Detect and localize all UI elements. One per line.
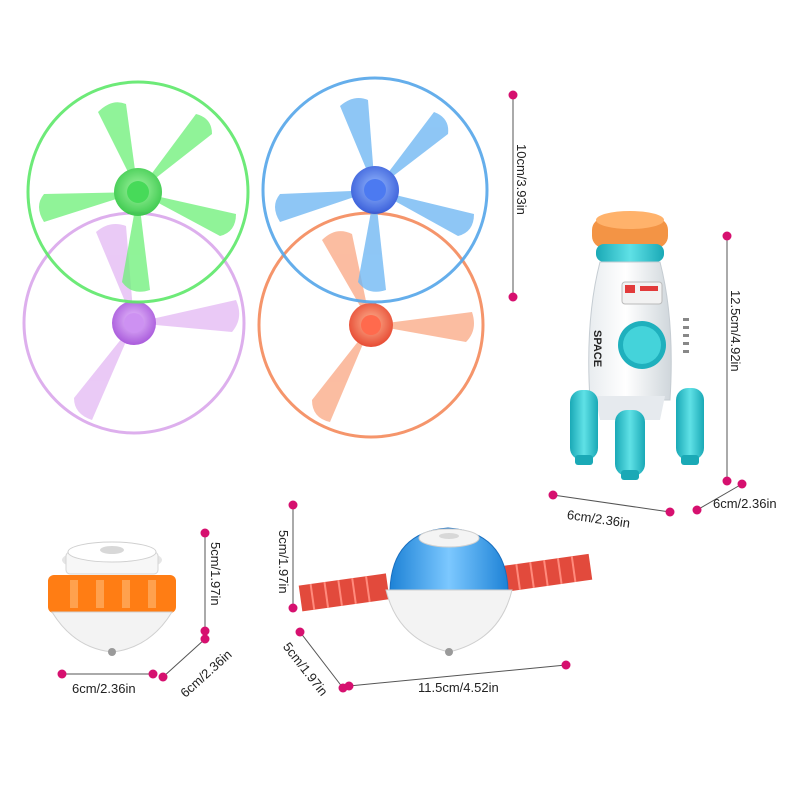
propeller-height-label: 10cm/3.93in <box>514 144 529 215</box>
satellite-top <box>298 527 593 656</box>
spinning-top <box>48 541 176 656</box>
purple-propeller <box>22 211 246 435</box>
rocket-depth-label: 6cm/2.36in <box>713 496 777 511</box>
rocket-label: SPACE <box>591 330 603 367</box>
rocket-height-label: 12.5cm/4.92in <box>728 290 743 372</box>
satellite-height-label: 5cm/1.97in <box>276 530 291 594</box>
rocket-launcher: SPACE <box>570 211 704 480</box>
top-height-label: 5cm/1.97in <box>208 542 223 606</box>
orange-propeller <box>257 211 485 439</box>
satellite-width-label: 11.5cm/4.52in <box>418 680 499 695</box>
top-width-label: 6cm/2.36in <box>72 681 136 696</box>
green-propeller <box>26 80 250 304</box>
dimension-lines <box>57 90 747 693</box>
blue-propeller <box>261 76 489 304</box>
